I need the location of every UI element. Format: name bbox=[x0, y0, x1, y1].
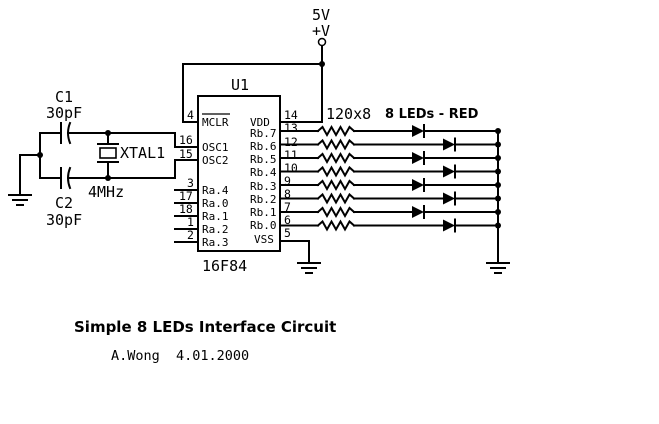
pin-number: 14 bbox=[284, 108, 298, 122]
chip-ref-label: U1 bbox=[231, 76, 249, 94]
led-diode bbox=[412, 206, 424, 218]
supply-voltage-label: 5V bbox=[312, 6, 330, 24]
author-date: A.Wong 4.01.2000 bbox=[111, 348, 249, 364]
pin-number: 7 bbox=[284, 200, 291, 214]
c2-value-label: 30pF bbox=[46, 211, 82, 229]
capacitor-c2 bbox=[39, 166, 176, 190]
ground-symbol-leds bbox=[486, 262, 510, 274]
pin-number: 16 bbox=[179, 133, 193, 147]
pin-name: OSC1 bbox=[202, 141, 229, 154]
resistor bbox=[316, 192, 356, 205]
led-array-label: 8 LEDs - RED bbox=[385, 107, 479, 122]
pin-number: 11 bbox=[284, 148, 298, 162]
pin-name: OSC2 bbox=[202, 154, 229, 167]
crystal-xtal1 bbox=[97, 132, 119, 179]
xtal-junction-top bbox=[105, 130, 111, 136]
resistor bbox=[316, 124, 356, 138]
c1-value-label: 30pF bbox=[46, 104, 82, 122]
pin-name: Rb.5 bbox=[250, 153, 277, 166]
osc-junction bbox=[37, 152, 43, 158]
pin-number: 18 bbox=[179, 202, 193, 216]
led-diode bbox=[412, 152, 424, 164]
led-rows bbox=[279, 124, 501, 233]
led-row bbox=[279, 191, 501, 206]
capacitor-c1 bbox=[39, 121, 176, 145]
pin-name: Rb.4 bbox=[250, 166, 277, 179]
power-junction bbox=[319, 61, 325, 67]
xtal-junction-bottom bbox=[105, 175, 111, 181]
led-row bbox=[279, 205, 501, 219]
pin-name: Ra.1 bbox=[202, 210, 229, 223]
pin-number: 6 bbox=[284, 213, 291, 227]
pin-name: Rb.3 bbox=[250, 180, 277, 193]
led-diode bbox=[412, 125, 424, 137]
pin-number: 8 bbox=[284, 187, 291, 201]
vss-ground-wiring bbox=[279, 240, 310, 263]
led-diode bbox=[412, 179, 424, 191]
pin-name: Rb.0 bbox=[250, 219, 277, 232]
ground-symbol-osc bbox=[8, 194, 32, 206]
pin-name: VDD bbox=[250, 116, 270, 129]
led-row bbox=[279, 124, 501, 138]
pin-name: VSS bbox=[254, 233, 274, 246]
resistor bbox=[316, 219, 356, 232]
chip-part-label: 16F84 bbox=[202, 257, 247, 275]
pin-name: Ra.4 bbox=[202, 184, 229, 197]
pin-name: Ra.3 bbox=[202, 236, 229, 249]
resistor bbox=[316, 151, 356, 165]
pin-number: 12 bbox=[284, 135, 298, 149]
pin-number: 3 bbox=[187, 176, 194, 190]
pin-number: 4 bbox=[187, 108, 194, 122]
left-pins bbox=[174, 121, 199, 243]
pin-name: Ra.0 bbox=[202, 197, 229, 210]
c2-ref-label: C2 bbox=[55, 194, 73, 212]
resistor bbox=[316, 178, 356, 192]
xtal-ref-label: XTAL1 bbox=[120, 144, 165, 162]
led-row bbox=[279, 137, 501, 152]
resistor bbox=[316, 165, 356, 178]
led-row bbox=[279, 151, 501, 165]
power-terminal bbox=[317, 37, 327, 47]
supply-rail-label: +V bbox=[312, 22, 330, 40]
pin-number: 9 bbox=[284, 174, 291, 188]
pin-number: 10 bbox=[284, 161, 298, 175]
resistor bbox=[316, 138, 356, 151]
pin-number: 17 bbox=[179, 189, 193, 203]
resistor bbox=[316, 205, 356, 219]
resistor-array-label: 120x8 bbox=[326, 105, 371, 123]
pin-name: MCLR bbox=[202, 116, 229, 129]
led-row bbox=[279, 178, 501, 192]
led-diode bbox=[443, 138, 455, 151]
xtal-value-label: 4MHz bbox=[88, 183, 124, 201]
led-diode bbox=[443, 165, 455, 178]
chip-body bbox=[197, 95, 281, 252]
circuit-title: Simple 8 LEDs Interface Circuit bbox=[74, 318, 336, 336]
pin-name: Rb.7 bbox=[250, 127, 277, 140]
pin-number: 15 bbox=[179, 147, 193, 161]
pin-name: Rb.1 bbox=[250, 206, 277, 219]
led-row bbox=[279, 218, 501, 233]
led-diode bbox=[443, 192, 455, 205]
led-row bbox=[279, 164, 501, 179]
pin-number: 13 bbox=[284, 121, 298, 135]
pin-name: Rb.6 bbox=[250, 140, 277, 153]
pin-name: Rb.2 bbox=[250, 193, 277, 206]
pin-number: 1 bbox=[187, 215, 194, 229]
ground-symbol-vss bbox=[297, 262, 321, 274]
pin-number: 5 bbox=[284, 226, 291, 240]
c1-ref-label: C1 bbox=[55, 88, 73, 106]
pin-number: 2 bbox=[187, 228, 194, 242]
pin-name: Ra.2 bbox=[202, 223, 229, 236]
led-diode bbox=[443, 219, 455, 232]
